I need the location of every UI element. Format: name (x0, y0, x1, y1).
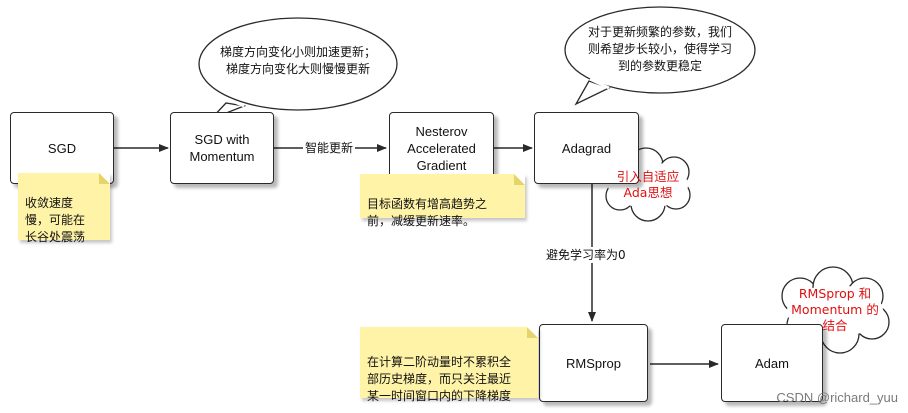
edge-label-avoid-zero-lr: 避免学习率为0 (544, 247, 628, 263)
watermark: CSDN @richard_yuu (776, 390, 898, 405)
node-nesterov: Nesterov Accelerated Gradient (389, 112, 494, 184)
node-nesterov-label: Nesterov Accelerated Gradient (407, 123, 476, 173)
note-fold-icon (514, 174, 525, 185)
nesterov-note-text: 目标函数有增高趋势之 前，减缓更新速率。 (367, 197, 488, 228)
adagrad-speech-bubble (564, 6, 756, 106)
node-adagrad-label: Adagrad (561, 140, 612, 156)
node-momentum: SGD with Momentum (170, 112, 274, 184)
edge-label-smart-update: 智能更新 (303, 140, 356, 156)
rmsprop-note: 在计算二阶动量时不累积全 部历史梯度，而只关注最近 某一时间窗口内的下降梯度 (360, 327, 538, 403)
node-sgd-label: SGD (47, 140, 77, 156)
combo-cloud-text: RMSprop 和 Momentum 的 结合 (791, 286, 879, 333)
sgd-note: 收敛速度 慢，可能在 长谷处震荡 (18, 173, 110, 244)
rmsprop-note-text: 在计算二阶动量时不累积全 部历史梯度，而只关注最近 某一时间窗口内的下降梯度 (367, 355, 512, 403)
nesterov-note: 目标函数有增高趋势之 前，减缓更新速率。 (360, 174, 525, 228)
node-rmsprop: RMSprop (539, 324, 648, 402)
momentum-speech-bubble (198, 17, 398, 120)
sgd-note-text: 收敛速度 慢，可能在 长谷处震荡 (25, 196, 86, 244)
node-adam-label: Adam (755, 355, 789, 371)
ada-cloud-text: 引入自适应 Ada思想 (616, 169, 680, 200)
node-adagrad: Adagrad (534, 112, 639, 184)
node-rmsprop-label: RMSprop (566, 355, 621, 371)
node-momentum-label: SGD with Momentum (189, 132, 255, 164)
momentum-bubble-text: 梯度方向变化小则加速更新； 梯度方向变化大则慢慢更新 (219, 45, 376, 76)
note-fold-icon (527, 327, 538, 338)
note-fold-icon (99, 173, 110, 184)
node-adam: Adam (721, 324, 823, 402)
adagrad-bubble-text: 对于更新频繁的参数，我们 则希望步长较小，使得学习 到的参数更稳定 (587, 25, 732, 73)
